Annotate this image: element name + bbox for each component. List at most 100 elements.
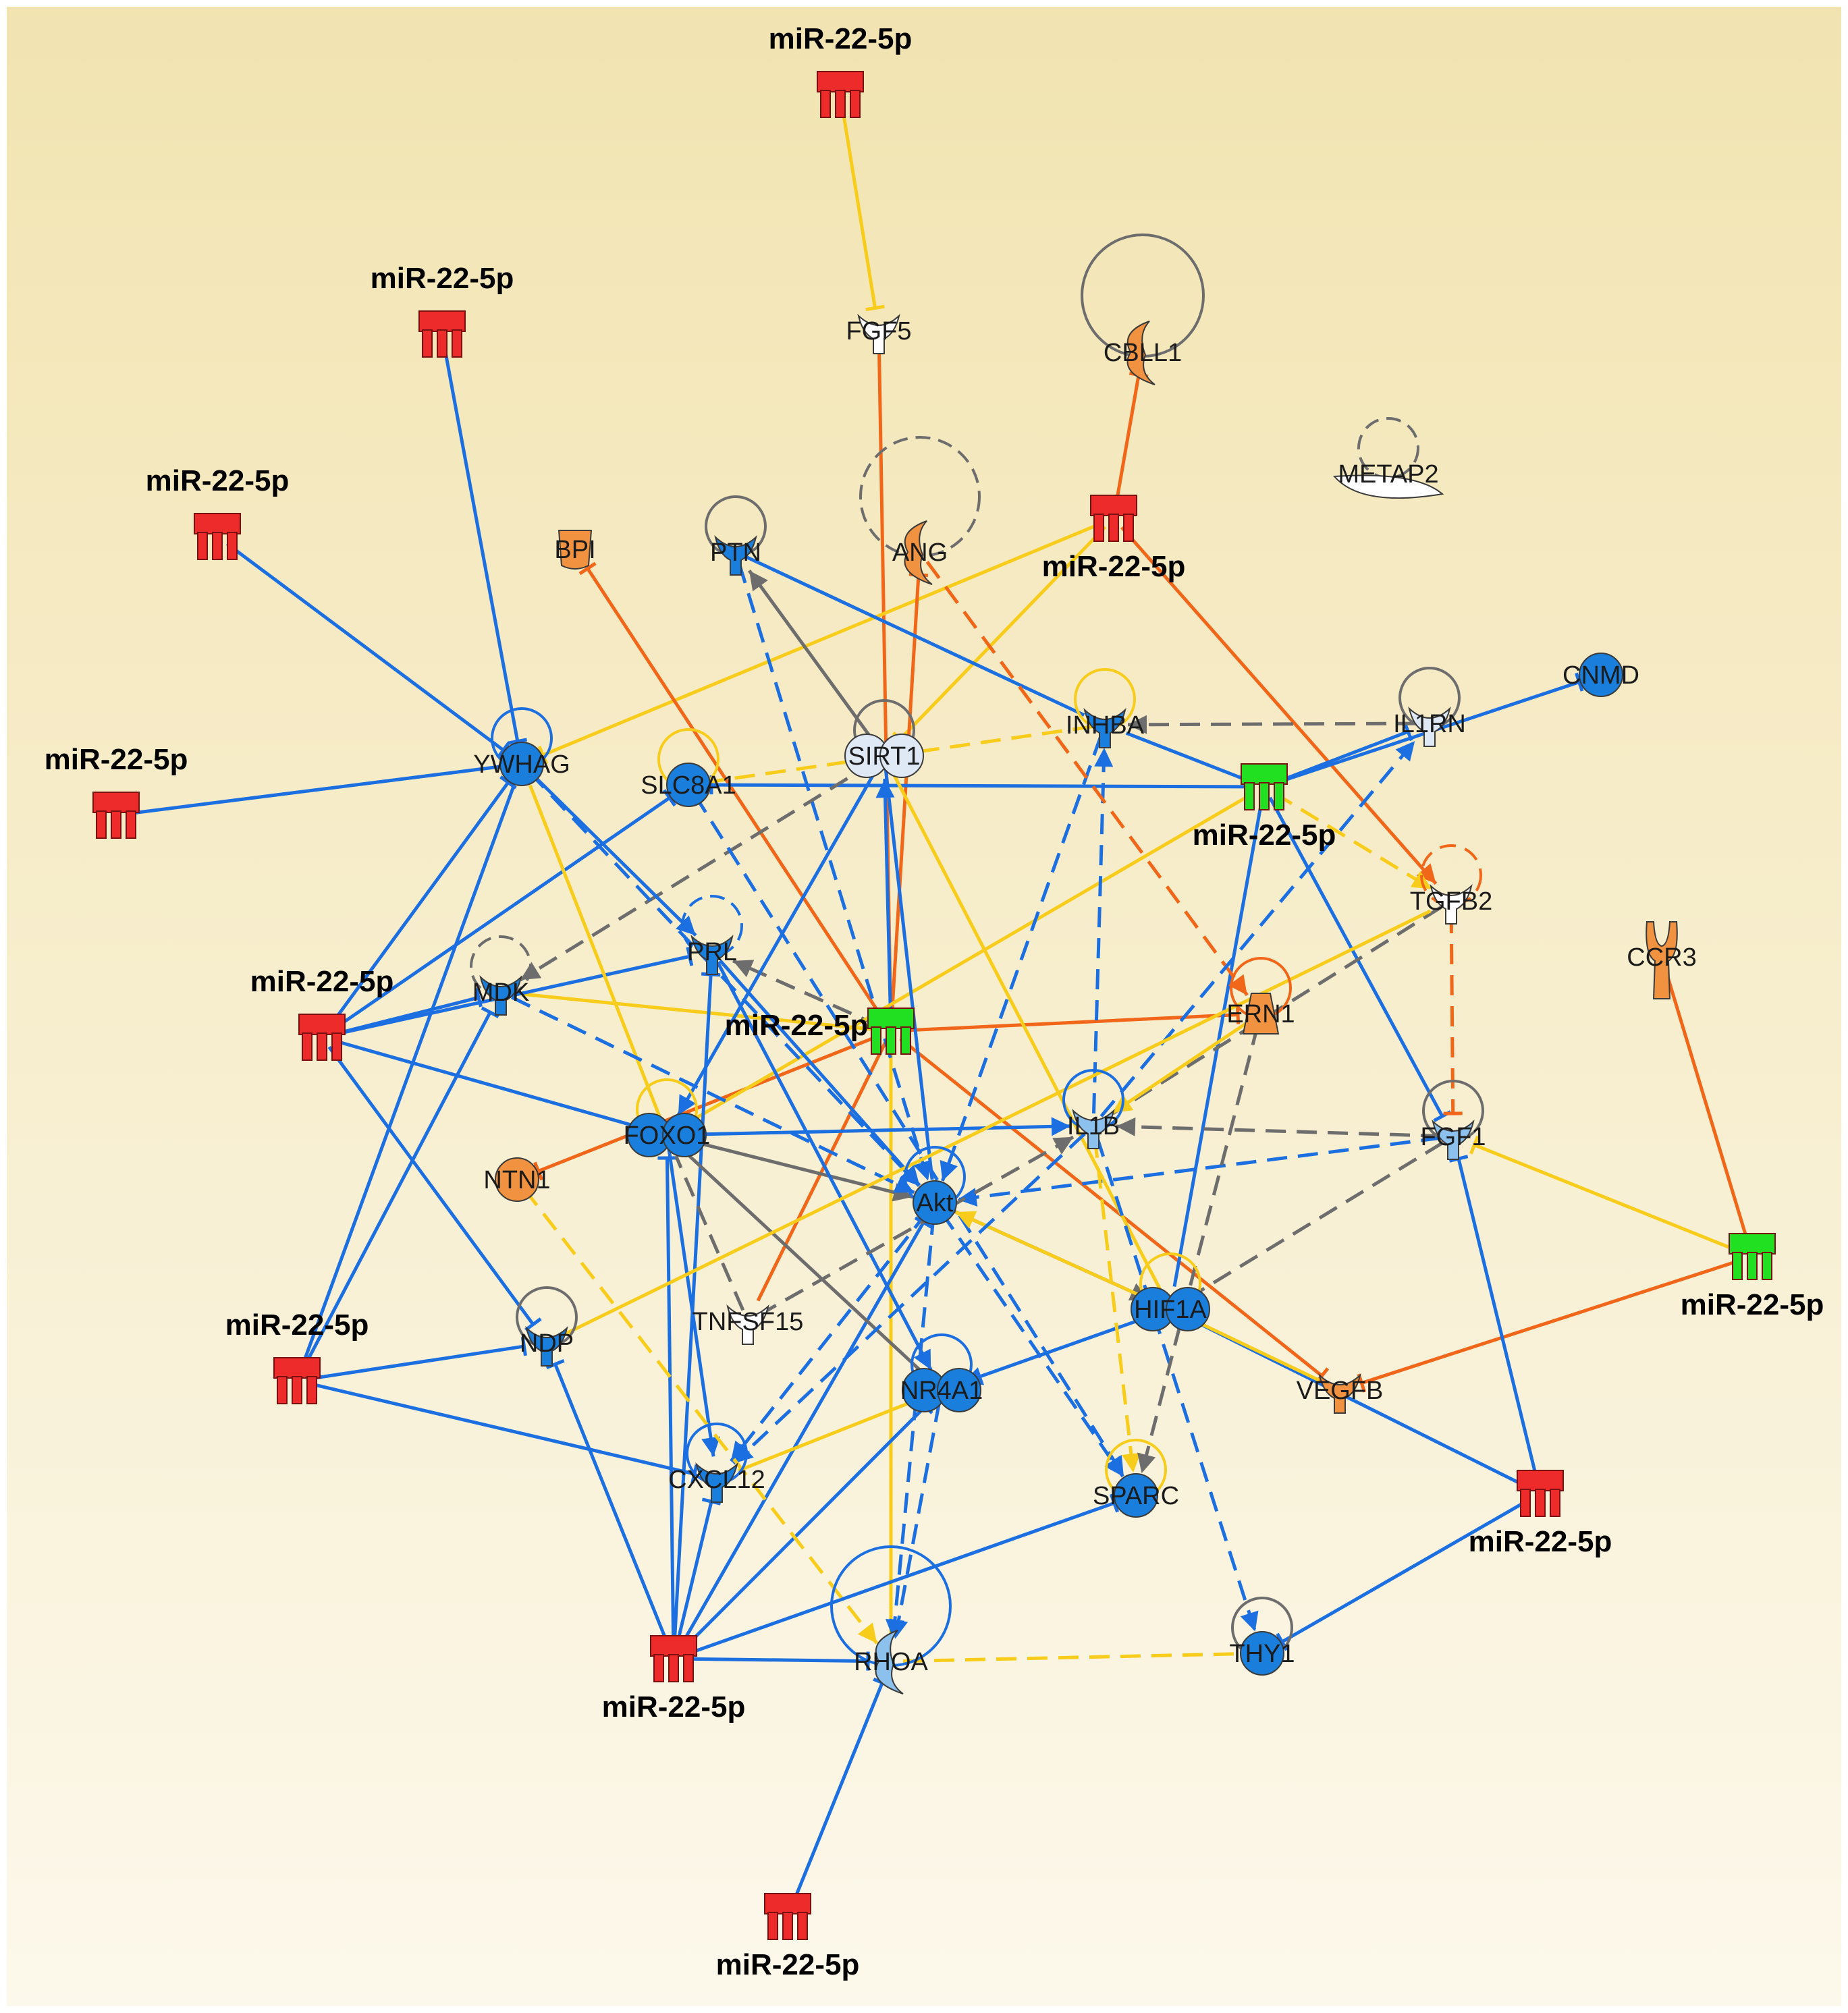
mirna-node-m1[interactable]: miR-22-5p xyxy=(769,22,913,118)
mirna-node-m8[interactable]: miR-22-5p xyxy=(250,965,394,1061)
gene-node-NR4A1[interactable]: NR4A1 xyxy=(900,1368,983,1412)
gene-shape xyxy=(913,1180,957,1225)
gene-node-BPI[interactable]: BPI xyxy=(554,530,596,570)
gene-node-IL1RN[interactable]: IL1RN xyxy=(1393,707,1466,747)
gene-node-SIRT1[interactable]: SIRT1 xyxy=(844,734,924,778)
gene-shape xyxy=(1242,993,1280,1035)
gene-label: NR4A1 xyxy=(900,1377,983,1405)
gene-label: PRL xyxy=(687,938,737,966)
gene-node-VEGFB[interactable]: VEGFB xyxy=(1297,1373,1384,1414)
edge-inhibition-bar xyxy=(496,741,511,759)
mirna-shape xyxy=(871,1026,881,1055)
mirna-label: miR-22-5p xyxy=(725,1009,869,1042)
gene-label: SLC8A1 xyxy=(641,771,736,800)
gene-shape xyxy=(666,763,711,807)
gene-node-FGF1[interactable]: FGF1 xyxy=(1420,1120,1486,1160)
mirna-node-m2[interactable]: miR-22-5p xyxy=(371,262,514,358)
mirna-shape xyxy=(1747,1252,1758,1280)
gene-node-NTN1[interactable]: NTN1 xyxy=(483,1157,551,1202)
gene-node-SPARC[interactable]: SPARC xyxy=(1093,1473,1179,1518)
gene-node-ANG[interactable]: ANG xyxy=(892,520,948,585)
mirna-shape xyxy=(1123,514,1134,542)
gene-shape xyxy=(558,530,593,570)
edge-arrowhead xyxy=(749,570,768,592)
gene-node-RHOA[interactable]: RHOA xyxy=(854,1630,929,1694)
gene-node-INHBA[interactable]: INHBA xyxy=(1066,708,1145,748)
edge-IL1B-THY1 xyxy=(1095,1136,1259,1632)
edge-m9-INHBA xyxy=(1125,732,1254,784)
gene-node-ERN1[interactable]: ERN1 xyxy=(1226,993,1295,1035)
gene-label: CXCL12 xyxy=(668,1466,765,1494)
mirna-node-m5[interactable]: miR-22-5p xyxy=(725,1008,915,1055)
mirna-shape xyxy=(277,1376,288,1404)
gene-node-FOXO1[interactable]: FOXO1 xyxy=(624,1113,711,1157)
edge-m1-FGF5 xyxy=(840,106,885,312)
mirna-node-m6[interactable]: miR-22-5p xyxy=(1042,495,1186,583)
mirna-node-m3[interactable]: miR-22-5p xyxy=(146,464,290,560)
gene-shape xyxy=(1318,1373,1361,1414)
gene-label: TNFSF15 xyxy=(692,1308,804,1336)
edge-IL1B-IL1RN xyxy=(1099,740,1417,1118)
gene-node-CNMD[interactable]: CNMD xyxy=(1562,653,1639,697)
gene-node-NDP[interactable]: NDP xyxy=(520,1326,574,1367)
edge-m2-YWHAG xyxy=(442,346,528,745)
edge-arrowhead xyxy=(900,1165,920,1186)
edge-SIRT1-Akt xyxy=(884,767,934,1180)
edge-arrowhead xyxy=(701,1436,720,1457)
mirna-shape xyxy=(126,810,136,839)
gene-shape xyxy=(1114,1473,1158,1518)
mirna-node-m9[interactable]: miR-22-5p xyxy=(1193,763,1336,852)
edge-HIF1A-VEGFB xyxy=(1180,1313,1320,1382)
mirna-shape xyxy=(668,1654,679,1682)
gene-node-SLC8A1[interactable]: SLC8A1 xyxy=(641,763,736,807)
mirna-shape xyxy=(767,1912,778,1940)
mirna-shape xyxy=(1259,782,1270,810)
mirna-node-m12[interactable]: miR-22-5p xyxy=(1469,1470,1612,1558)
gene-node-METAP2[interactable]: METAP2 xyxy=(1332,460,1444,499)
gene-label: TGFB2 xyxy=(1410,887,1492,916)
edge-arrowhead xyxy=(957,1188,978,1207)
gene-node-THY1[interactable]: THY1 xyxy=(1229,1631,1295,1676)
gene-shape xyxy=(499,742,544,786)
gene-node-CBLL1[interactable]: CBLL1 xyxy=(1104,321,1182,385)
diagram-background xyxy=(7,7,1841,2006)
edge-arrowhead xyxy=(1416,863,1436,884)
edge-m11-FOXO1 xyxy=(657,1156,677,1647)
edge-m6-YWHAG xyxy=(537,521,1104,765)
gene-label: SPARC xyxy=(1093,1482,1179,1510)
edge-PTN-INHBA xyxy=(746,555,1085,717)
gene-label: MDK xyxy=(472,978,529,1007)
gene-node-TGFB2[interactable]: TGFB2 xyxy=(1410,884,1492,925)
edge-arrowhead xyxy=(1137,1452,1156,1474)
edge-m3-YWHAG xyxy=(225,542,511,759)
gene-node-PRL[interactable]: PRL xyxy=(687,935,737,975)
edge-PRL-NR4A1 xyxy=(716,961,933,1371)
gene-node-PTN[interactable]: PTN xyxy=(710,535,761,576)
mirna-node-m4[interactable]: miR-22-5p xyxy=(45,743,188,839)
edge-FOXO1-NR4A1 xyxy=(674,1142,926,1376)
mirna-node-m11[interactable]: miR-22-5p xyxy=(602,1635,746,1724)
gene-label: VEGFB xyxy=(1297,1377,1384,1405)
gene-shape xyxy=(690,935,734,975)
gene-node-TNFSF15[interactable]: TNFSF15 xyxy=(692,1304,804,1345)
gene-node-HIF1A[interactable]: HIF1A xyxy=(1131,1287,1210,1331)
gene-node-YWHAG[interactable]: YWHAG xyxy=(473,742,570,786)
gene-node-FGF5[interactable]: FGF5 xyxy=(846,314,912,354)
gene-node-IL1B[interactable]: IL1B xyxy=(1067,1109,1120,1149)
gene-shape xyxy=(1166,1287,1210,1331)
self-loop-TGFB2 xyxy=(1420,844,1482,906)
mirna-label: miR-22-5p xyxy=(45,743,188,776)
gene-node-CXCL12[interactable]: CXCL12 xyxy=(668,1462,765,1503)
mirna-node-m13[interactable]: miR-22-5p xyxy=(716,1893,860,1981)
gene-node-MDK[interactable]: MDK xyxy=(472,975,529,1016)
mirna-node-m10[interactable]: miR-22-5p xyxy=(225,1308,369,1404)
mirna-shape xyxy=(227,532,238,560)
edge-m11-NDP xyxy=(545,1359,671,1649)
gene-shape xyxy=(1083,708,1126,748)
edge-m5-PRL xyxy=(732,959,881,1028)
edge-arrowhead xyxy=(1052,1136,1074,1155)
mirna-node-m7[interactable]: miR-22-5p xyxy=(1681,1233,1824,1321)
gene-node-CCR3[interactable]: CCR3 xyxy=(1627,921,1697,999)
gene-label: IL1RN xyxy=(1393,710,1466,738)
gene-node-Akt[interactable]: Akt xyxy=(913,1180,957,1225)
